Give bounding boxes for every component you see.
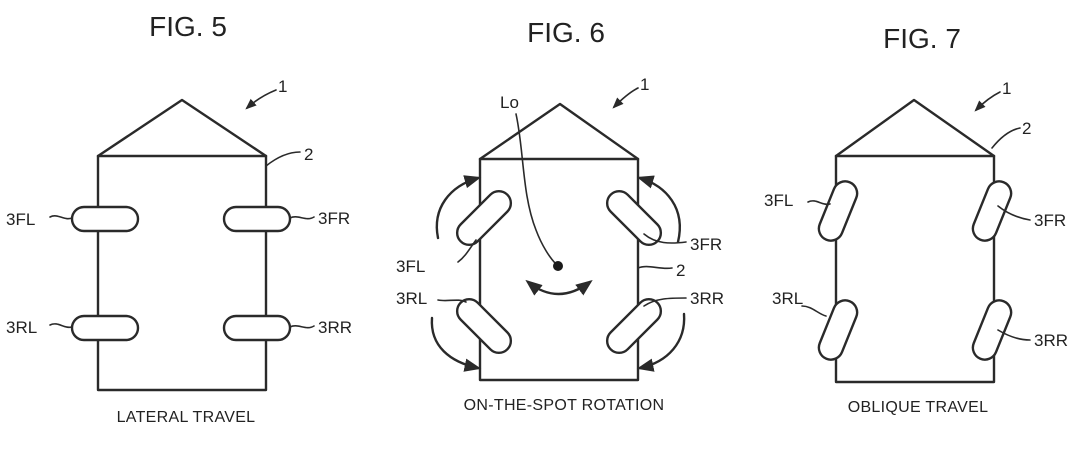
fig5-title: FIG. 5	[149, 11, 227, 42]
fig7-wheel-rl	[817, 299, 859, 361]
fig6-body-leader	[637, 265, 673, 270]
fig7-leader-rr	[997, 329, 1031, 341]
figure-6: FIG. 6 1 Lo 2 3FL 3FR 3RL	[396, 17, 724, 414]
fig6-wheel-fl	[455, 189, 513, 247]
fig7-wheel-rr	[971, 299, 1013, 361]
fig5-vehicle-body	[96, 98, 268, 392]
fig6-leader-fr	[643, 233, 687, 244]
fig6-arrow-rl	[430, 316, 482, 372]
figure-7: FIG. 7 1 2 3FL 3FR 3RL 3RR OBLIQUE TRAVE…	[764, 23, 1068, 416]
fig7-label-rr: 3RR	[1034, 331, 1068, 350]
fig5-ref-vehicle: 1	[278, 77, 287, 96]
fig6-ref-body: 2	[676, 261, 685, 280]
fig5-label-rl: 3RL	[6, 318, 37, 337]
fig6-caption: ON-THE-SPOT ROTATION	[464, 397, 665, 414]
fig7-wheel-fr	[971, 180, 1013, 242]
fig6-vehicle-body	[478, 102, 640, 382]
fig5-caption: LATERAL TRAVEL	[117, 409, 256, 426]
fig6-ref-center: Lo	[500, 93, 519, 112]
fig6-title: FIG. 6	[527, 17, 605, 48]
fig7-label-fr: 3FR	[1034, 211, 1066, 230]
fig5-label-rr: 3RR	[318, 318, 352, 337]
fig6-leader-rr	[643, 297, 687, 307]
fig6-rotation-arrow	[525, 279, 593, 296]
fig7-body-leader	[991, 127, 1021, 149]
fig6-leader-fl	[457, 239, 477, 263]
fig7-ref-arrow	[974, 91, 1001, 112]
fig7-ref-body: 2	[1022, 119, 1031, 138]
fig7-ref-vehicle: 1	[1002, 79, 1011, 98]
fig7-label-rl: 3RL	[772, 289, 803, 308]
fig5-label-fl: 3FL	[6, 210, 35, 229]
fig5-wheel-fr	[222, 205, 292, 233]
fig6-label-rl: 3RL	[396, 289, 427, 308]
fig6-ref-arrow	[612, 87, 639, 109]
fig6-label-rr: 3RR	[690, 289, 724, 308]
fig5-body-leader	[265, 151, 301, 167]
fig7-wheel-fl	[817, 180, 859, 242]
fig5-wheel-rr	[222, 314, 292, 342]
fig7-title: FIG. 7	[883, 23, 961, 54]
fig7-vehicle-body	[834, 98, 996, 384]
fig6-arrow-fl	[435, 175, 482, 240]
fig5-leader-rr	[289, 325, 315, 329]
fig7-leader-rl	[801, 305, 827, 317]
fig7-caption: OBLIQUE TRAVEL	[848, 399, 989, 416]
fig6-arrow-rr	[636, 312, 686, 372]
fig6-leader-rl	[437, 299, 467, 303]
fig7-leader-fr	[997, 205, 1031, 221]
fig6-ref-vehicle: 1	[640, 75, 649, 94]
fig6-center-dot	[553, 261, 563, 271]
fig6-arrow-fr	[636, 175, 681, 244]
figure-5: FIG. 5 1 2 3FL 3FR 3RL 3RR LATERAL TRAVE…	[6, 11, 352, 426]
fig5-wheel-rl	[70, 314, 140, 342]
fig5-leader-fr	[289, 216, 315, 220]
fig5-label-fr: 3FR	[318, 209, 350, 228]
fig5-leader-rl	[49, 323, 73, 329]
fig6-center-leader	[515, 113, 557, 265]
fig6-label-fr: 3FR	[690, 235, 722, 254]
fig5-ref-arrow	[245, 89, 277, 110]
fig6-label-fl: 3FL	[396, 257, 425, 276]
fig5-wheel-fl	[70, 205, 140, 233]
fig6-wheel-rr	[605, 297, 663, 355]
fig5-ref-body: 2	[304, 145, 313, 164]
fig6-wheel-rl	[455, 297, 513, 355]
fig7-leader-fl	[807, 200, 831, 206]
fig7-label-fl: 3FL	[764, 191, 793, 210]
fig5-leader-fl	[49, 215, 73, 220]
